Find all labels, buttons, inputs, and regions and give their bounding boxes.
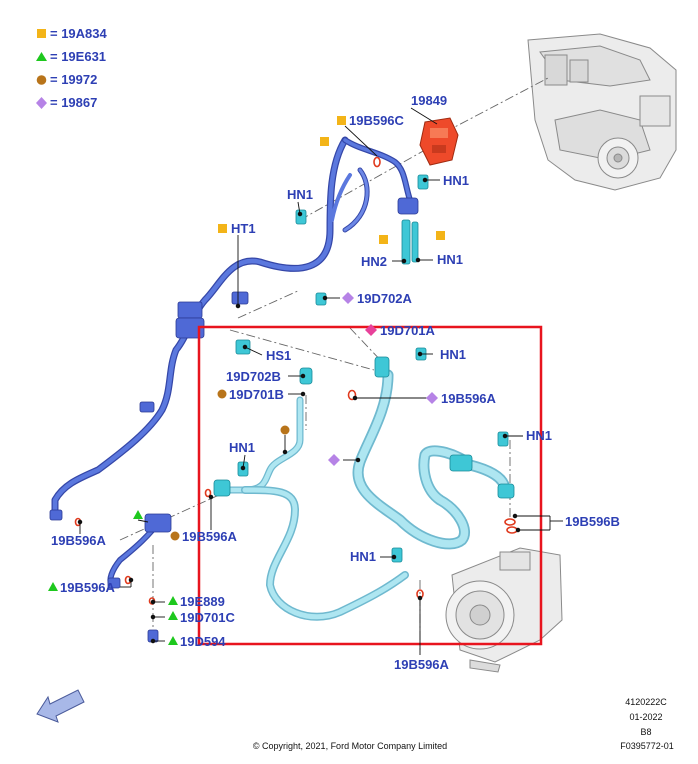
square-icon [337, 116, 346, 125]
label-hn1-a: HN1 [287, 187, 313, 202]
label-19d594: 19D594 [180, 634, 226, 649]
square-icon [218, 224, 227, 233]
label-hn1-c: HN1 [437, 252, 463, 267]
callout-markers [48, 116, 445, 645]
legend-item-19e631: = 19E631 [50, 49, 106, 64]
compressor-illustration [445, 547, 563, 673]
figure-meta: 4120222C 01-2022 B8 F0395772-01 © Copyri… [253, 697, 674, 751]
circle-icon [217, 389, 227, 399]
legend: = 19A834 = 19E631 = 19972 = 19867 [36, 26, 108, 110]
label-hn1-d: HN1 [440, 347, 466, 362]
expansion-valve-component [419, 117, 459, 166]
legend-item-19867: = 19867 [50, 95, 97, 110]
square-icon [320, 137, 329, 146]
label-ht1: HT1 [231, 221, 256, 236]
dark-blue-hose [51, 136, 413, 588]
label-hs1: HS1 [266, 348, 291, 363]
diamond-icon [36, 97, 47, 109]
diamond-icon [328, 454, 340, 466]
label-19d701a: 19D701A [380, 323, 436, 338]
square-icon [37, 29, 46, 38]
triangle-icon [168, 636, 178, 645]
label-19b596c: 19B596C [349, 113, 405, 128]
copyright-text: © Copyright, 2021, Ford Motor Company Li… [253, 741, 447, 751]
callout-lines [77, 107, 563, 655]
legend-item-19972: = 19972 [50, 72, 97, 87]
label-19d701c: 19D701C [180, 610, 236, 625]
label-hn2: HN2 [361, 254, 387, 269]
legend-item-19a834: = 19A834 [50, 26, 108, 41]
label-hn1-b: HN1 [443, 173, 469, 188]
label-19849: 19849 [411, 93, 447, 108]
label-19b596a-a: 19B596A [441, 391, 497, 406]
circle-icon [36, 75, 47, 85]
square-icon [379, 235, 388, 244]
label-19d702a: 19D702A [357, 291, 413, 306]
triangle-icon [36, 52, 47, 61]
figure-code: 4120222C [625, 697, 667, 707]
figure-date: 01-2022 [629, 712, 662, 722]
label-19b596a-c: 19B596A [51, 533, 107, 548]
circle-icon [280, 425, 290, 435]
label-19d702b: 19D702B [226, 369, 281, 384]
label-19d701b: 19D701B [229, 387, 284, 402]
part-labels: 19849 19B596C HN1 HN1 HT1 HN2 HN1 19D702… [51, 93, 620, 672]
diamond-icon [365, 324, 377, 336]
label-19b596b: 19B596B [565, 514, 620, 529]
figure-number: F0395772-01 [620, 741, 674, 751]
triangle-icon [168, 611, 178, 620]
dark-blue-fittings [49, 197, 419, 643]
label-19b596a-d: 19B596A [60, 580, 116, 595]
label-hn1-g: HN1 [350, 549, 376, 564]
label-19b596a-e: 19B596A [394, 657, 450, 672]
circle-icon [170, 531, 180, 541]
label-hn1-e: HN1 [229, 440, 255, 455]
diamond-icon [342, 292, 354, 304]
square-icon [436, 231, 445, 240]
cyan-fittings [213, 174, 515, 563]
figure-revision: B8 [640, 727, 651, 737]
view-direction-arrow-icon [36, 689, 85, 723]
triangle-icon [133, 510, 143, 519]
triangle-icon [168, 596, 178, 605]
label-hn1-f: HN1 [526, 428, 552, 443]
triangle-icon [48, 582, 58, 591]
label-19e889: 19E889 [180, 594, 225, 609]
hvac-housing-illustration [527, 33, 677, 191]
label-19b596a-b: 19B596A [182, 529, 238, 544]
diamond-icon [426, 392, 438, 404]
